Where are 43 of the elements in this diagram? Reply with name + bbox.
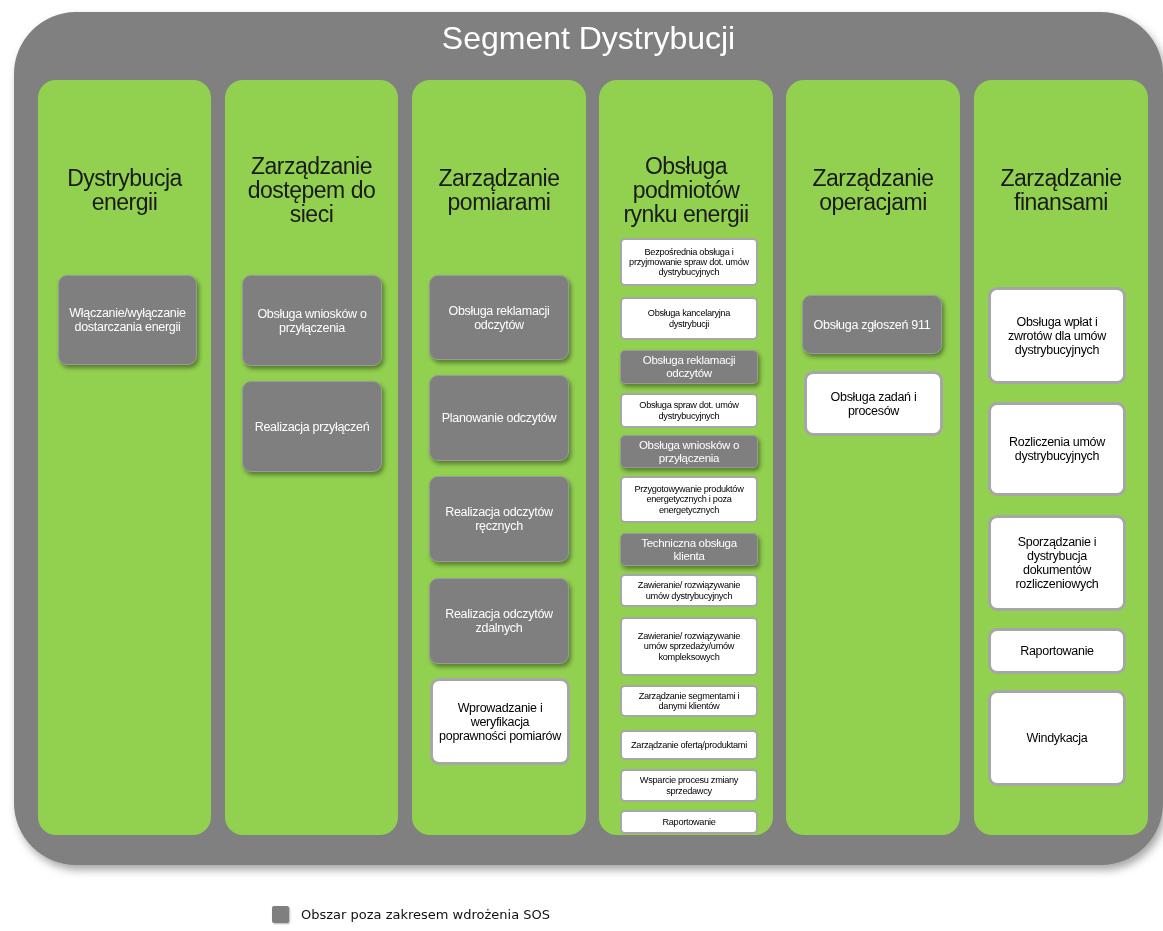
process-box: Włączanie/wyłączanie dostarczania energii: [58, 275, 197, 365]
column-heading: Obsługa podmiotów rynku energii: [622, 151, 750, 230]
area-column: [225, 80, 398, 835]
process-box: Techniczna obsługa klienta: [620, 533, 758, 566]
column-heading: Zarządzanie pomiarami: [437, 163, 561, 217]
process-box: Wsparcie procesu zmiany sprzedawcy: [620, 769, 758, 802]
process-box: Realizacja odczytów zdalnych: [429, 578, 569, 664]
process-box: Zarządzanie ofertą/produktami: [620, 730, 758, 760]
process-box: Obsługa wpłat i zwrotów dla umów dystrybucyjnych: [988, 287, 1126, 384]
legend-label: Obszar poza zakresem wdrożenia SOS: [301, 907, 550, 922]
area-column: [38, 80, 211, 835]
process-box: Obsługa wniosków o przyłączenia: [620, 435, 758, 468]
area-column: [974, 80, 1148, 835]
process-box: Obsługa zadań i procesów: [804, 371, 943, 436]
process-box: Obsługa spraw dot. umów dystrybucyjnych: [620, 393, 758, 428]
area-column: [599, 80, 773, 835]
process-box: Windykacja: [988, 690, 1126, 786]
column-heading: Zarządzanie operacjami: [811, 163, 935, 217]
process-box: Realizacja przyłączeń: [242, 381, 382, 472]
process-box: Zawieranie/ rozwiązywanie umów dystrybucyjnych: [620, 574, 758, 607]
area-column: [412, 80, 586, 835]
process-box: Obsługa reklamacji odczytów: [620, 350, 758, 384]
process-box: Przygotowywanie produktów energetycznych i poza energetycznych: [620, 476, 758, 523]
process-box: Bezpośrednia obsługa i przyjmowanie spraw dot. umów dystrybucyjnych: [620, 238, 758, 286]
process-box: Raportowanie: [988, 628, 1126, 674]
process-box: Raportowanie: [620, 810, 758, 834]
column-heading: Zarządzanie dostępem do sieci: [246, 151, 377, 230]
area-column: [786, 80, 960, 835]
process-box: Planowanie odczytów: [429, 375, 569, 461]
process-box: Zawieranie/ rozwiązywanie umów sprzedaży/umów kompleksowych: [620, 617, 758, 676]
process-box: Obsługa kancelaryjna dystrybucji: [620, 297, 758, 340]
process-box: Realizacja odczytów ręcznych: [429, 476, 569, 562]
process-box: Obsługa zgłoszeń 911: [802, 295, 942, 354]
panel-title: Segment Dystrybucji: [440, 20, 737, 57]
column-heading: Dystrybucja energii: [66, 163, 184, 217]
process-box: Sporządzanie i dystrybucja dokumentów rozliczeniowych: [988, 515, 1126, 611]
process-box: Rozliczenia umów dystrybucyjnych: [988, 402, 1126, 496]
process-box: Obsługa wniosków o przyłączenia: [242, 275, 382, 366]
segment-panel: [14, 12, 1163, 865]
process-box: Obsługa reklamacji odczytów: [429, 275, 569, 360]
process-box: Zarządzanie segmentami i danymi klientów: [620, 685, 758, 717]
column-heading: Zarządzanie finansami: [999, 163, 1123, 217]
process-box: Wprowadzanie i weryfikacja poprawności pomiarów: [430, 678, 570, 765]
